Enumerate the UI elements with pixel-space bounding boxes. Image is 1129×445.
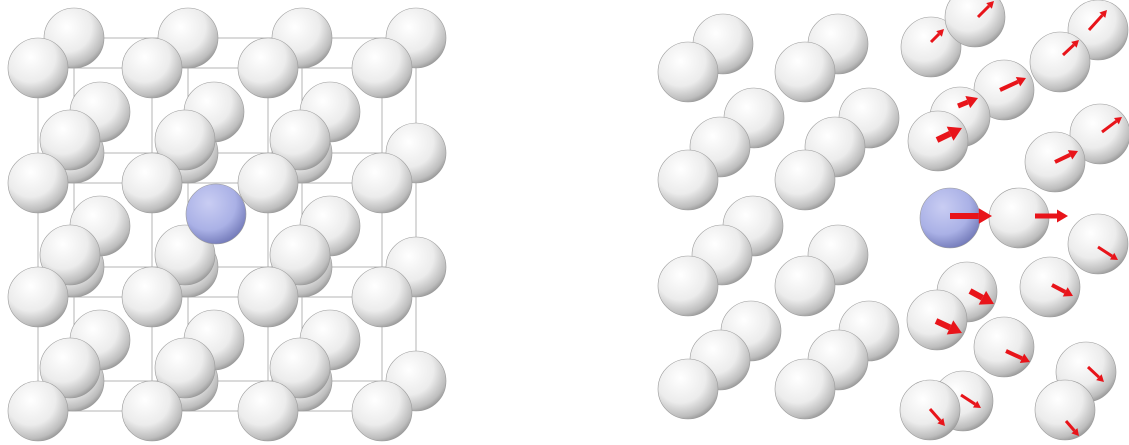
host-atom: [658, 150, 718, 210]
host-atom: [1020, 257, 1080, 317]
host-atom: [352, 38, 412, 98]
host-atom: [658, 256, 718, 316]
host-atom: [238, 267, 298, 327]
host-atom: [1030, 32, 1090, 92]
host-atom: [8, 153, 68, 213]
host-atom: [974, 317, 1034, 377]
host-atom: [1068, 214, 1128, 274]
relaxed-structure-panel: [620, 0, 1129, 445]
host-atom: [775, 256, 835, 316]
host-atom: [8, 38, 68, 98]
host-atom: [122, 381, 182, 441]
impurity-atom: [186, 184, 246, 244]
host-atom: [8, 381, 68, 441]
host-atom: [775, 359, 835, 419]
host-atom: [122, 267, 182, 327]
host-atom: [238, 381, 298, 441]
host-atom: [352, 381, 412, 441]
host-atom: [352, 153, 412, 213]
host-atom: [658, 359, 718, 419]
host-atom: [775, 42, 835, 102]
relaxed-structure-diagram: [620, 0, 1129, 445]
host-atom: [238, 153, 298, 213]
host-atom: [238, 38, 298, 98]
host-atom: [8, 267, 68, 327]
host-atom: [775, 150, 835, 210]
host-atom: [658, 42, 718, 102]
host-atom: [1035, 380, 1095, 440]
host-atom: [352, 267, 412, 327]
host-atom: [122, 38, 182, 98]
host-atom: [122, 153, 182, 213]
perfect-supercell-panel: [0, 0, 460, 445]
perfect-supercell-diagram: [0, 0, 460, 445]
